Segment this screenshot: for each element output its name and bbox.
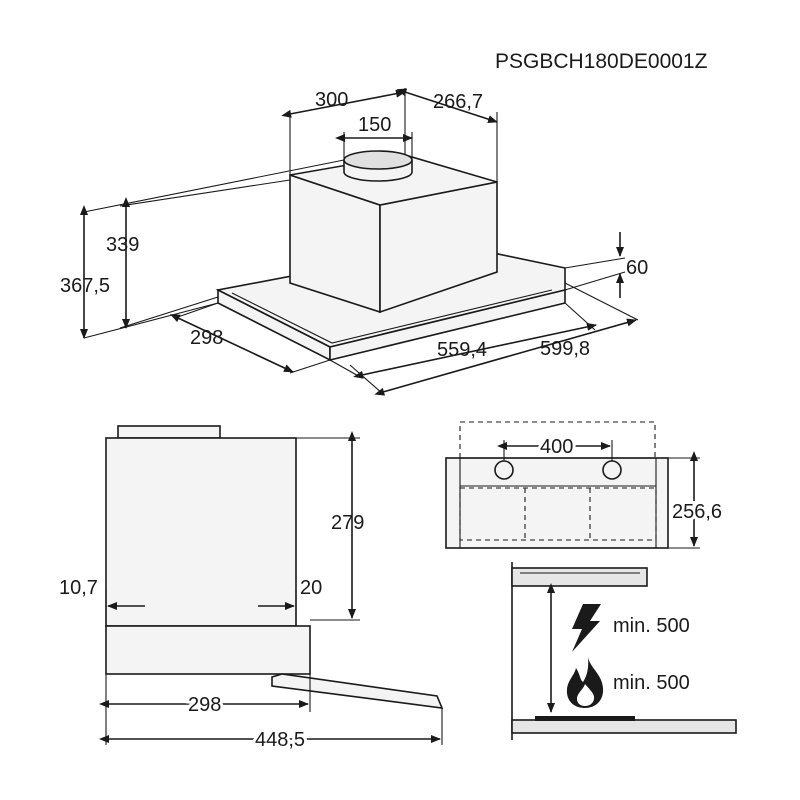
dim-60: 60 [626, 257, 648, 279]
underside-body [445, 457, 669, 549]
dim-559-4: 559,4 [437, 339, 487, 361]
dim-367-5: 367,5 [60, 275, 110, 297]
dim-298-depth: 298 [190, 327, 223, 349]
hob-profile [511, 719, 737, 734]
dim-line-599-8 [374, 318, 637, 396]
side-housing [105, 437, 297, 627]
hob-burner [535, 716, 635, 721]
dim-20: 20 [300, 577, 322, 599]
ext-line [329, 359, 363, 379]
ext-line [564, 282, 639, 321]
dim-298-width: 298 [188, 694, 221, 716]
ext-line [119, 296, 219, 329]
dim-599-8: 599,8 [540, 338, 590, 360]
dim-line-266-7 [396, 88, 498, 124]
hood-base-inner-edge [231, 289, 553, 344]
side-base [105, 625, 311, 675]
ext-line [289, 359, 331, 374]
ext-line [564, 271, 626, 291]
side-visor [271, 673, 444, 709]
dim-400: 400 [540, 436, 573, 458]
side-view: 279 10,7 20 298 448,5 [59, 425, 444, 754]
hood-profile [511, 567, 648, 587]
dim-448-5: 448,5 [255, 729, 305, 751]
model-code: PSGBCH180DE0001Z [495, 50, 708, 73]
lightning-icon [572, 604, 601, 652]
dim-339: 339 [106, 234, 139, 256]
mount-hole-left [494, 460, 514, 480]
ext-line [564, 257, 626, 269]
dim-279: 279 [331, 512, 364, 534]
clearance-gas-label: min. 500 [613, 672, 690, 694]
dashed-outline [459, 421, 656, 458]
dim-256-6: 256,6 [672, 501, 722, 523]
ext-line [174, 302, 219, 319]
dim-266-7: 266,7 [433, 91, 483, 113]
flame-icon [566, 657, 604, 708]
ext-line [349, 364, 384, 395]
duct-outlet [343, 150, 413, 182]
filter-outline [459, 487, 657, 541]
mount-hole-right [602, 460, 622, 480]
isometric-view: 300 266,7 150 339 367,5 60 298 [60, 88, 648, 396]
dim-300: 300 [315, 89, 348, 111]
dim-10-7: 10,7 [59, 577, 98, 599]
ext-line [119, 179, 291, 207]
dim-150: 150 [358, 114, 391, 136]
dim-line-300 [281, 89, 406, 118]
clearance-view: min. 500 min. 500 [511, 562, 737, 740]
ext-line [83, 302, 219, 339]
clearance-electric-label: min. 500 [613, 615, 690, 637]
dim-line-298-depth [169, 314, 294, 373]
underside-view: 400 256,6 [445, 421, 725, 549]
side-duct [117, 425, 221, 439]
